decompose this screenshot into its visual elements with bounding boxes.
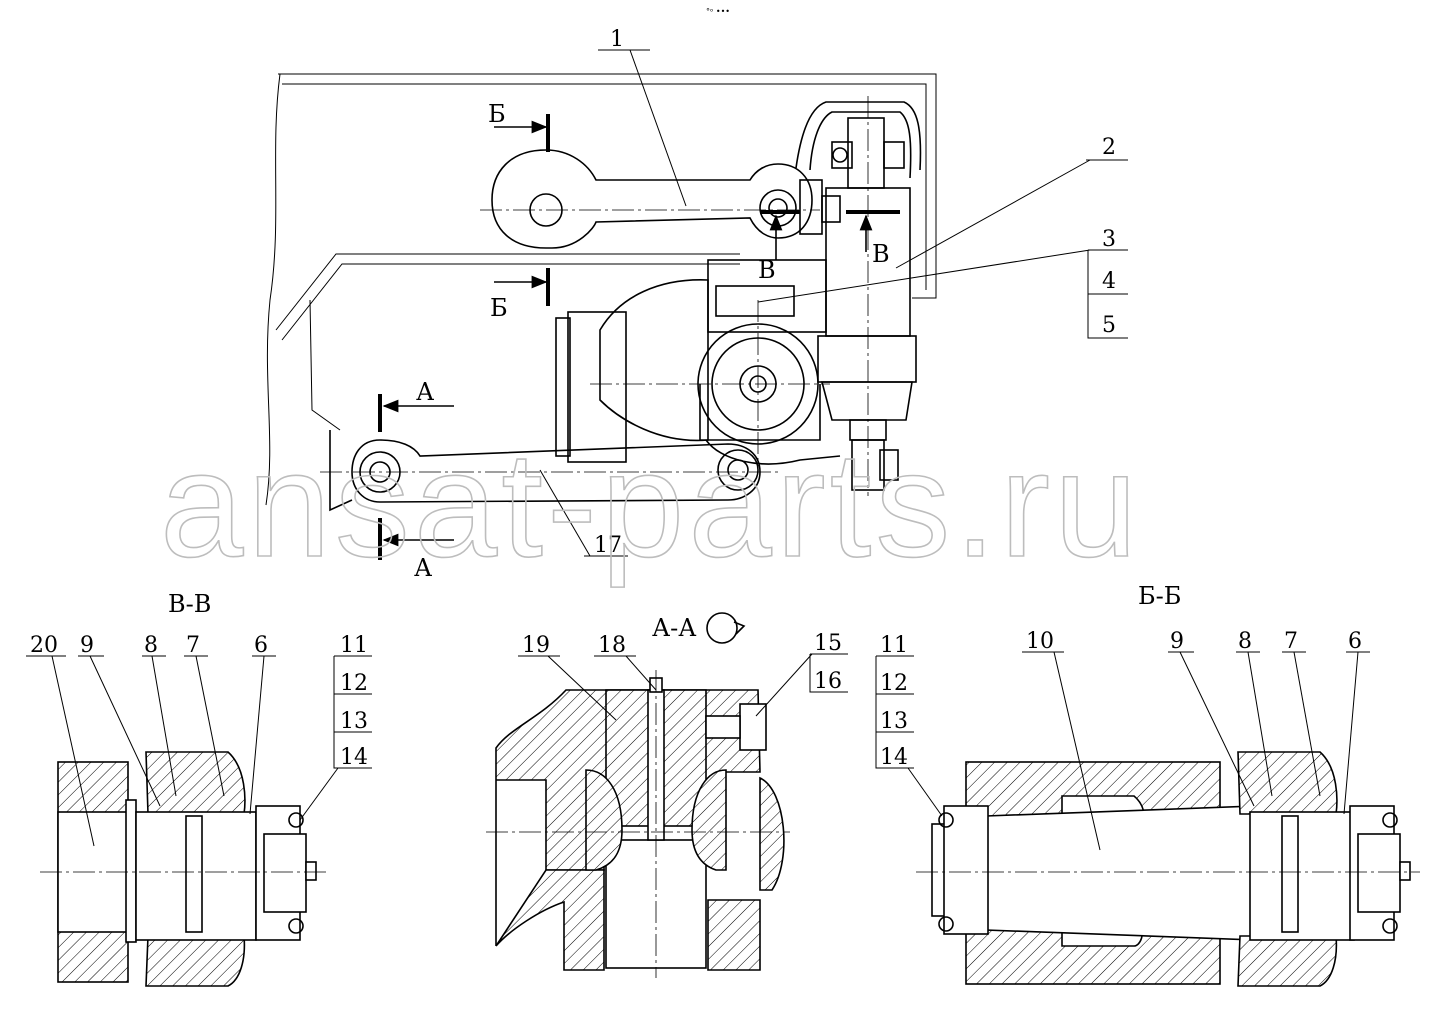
bb-callout-11: 11 xyxy=(880,633,908,658)
vv-callout-20: 20 xyxy=(30,633,58,658)
callout-2: 2 xyxy=(1102,135,1116,160)
watermark: ansat-parts.ru xyxy=(160,420,1141,588)
bb-callout-6: 6 xyxy=(1348,629,1362,654)
vv-callout-6: 6 xyxy=(254,633,268,658)
bb-callout-13: 13 xyxy=(880,709,908,734)
main-callouts: 1 2 3 4 5 17 xyxy=(539,27,1128,558)
top-mark: °ᵒ ••• xyxy=(706,7,730,16)
section-cut-v: В В xyxy=(758,210,900,284)
section-bb: Б-Б 11 12 13 14 10 9 8 xyxy=(875,582,1420,987)
clamp-bracket xyxy=(795,101,922,235)
section-title-vv: В-В xyxy=(168,590,211,618)
rotation-symbol-icon xyxy=(706,612,738,644)
section-mark-v-left: В xyxy=(758,256,776,284)
aa-callout-15: 15 xyxy=(814,631,842,656)
vv-callout-13: 13 xyxy=(340,709,368,734)
bb-callout-7: 7 xyxy=(1284,629,1298,654)
lower-link xyxy=(320,430,780,512)
bb-callout-10: 10 xyxy=(1026,629,1054,654)
bb-callout-8: 8 xyxy=(1238,629,1252,654)
gearbox-body xyxy=(555,259,841,470)
vv-callout-12: 12 xyxy=(340,671,368,696)
section-cut-a: А А xyxy=(378,378,454,582)
section-cut-b: Б Б xyxy=(488,100,550,322)
vv-callout-8: 8 xyxy=(144,633,158,658)
callout-1: 1 xyxy=(610,27,624,52)
callout-4: 4 xyxy=(1102,269,1116,294)
bb-callout-12: 12 xyxy=(880,671,908,696)
section-mark-a-top: А xyxy=(416,378,434,406)
section-mark-b-bottom: Б xyxy=(490,294,508,322)
aa-callout-18: 18 xyxy=(598,633,626,658)
vv-callout-9: 9 xyxy=(80,633,94,658)
upper-link xyxy=(480,149,820,249)
callout-3: 3 xyxy=(1102,227,1116,252)
frame-outline xyxy=(265,73,937,506)
callout-17: 17 xyxy=(594,533,622,558)
section-mark-b-top: Б xyxy=(488,100,506,128)
main-view: Б Б А А В В 1 2 xyxy=(265,27,1128,582)
vv-callout-7: 7 xyxy=(186,633,200,658)
section-title-bb: Б-Б xyxy=(1138,582,1181,610)
aa-callout-16: 16 xyxy=(814,669,842,694)
section-mark-v-right: В xyxy=(872,240,890,268)
vv-callout-11: 11 xyxy=(340,633,368,658)
section-mark-a-bottom: А xyxy=(414,554,432,582)
vv-callout-14: 14 xyxy=(340,745,368,770)
bb-callout-9: 9 xyxy=(1170,629,1184,654)
aa-callout-19: 19 xyxy=(522,633,550,658)
section-aa: А-А 19 18 15 16 xyxy=(486,612,848,978)
section-title-aa: А-А xyxy=(652,614,696,642)
callout-5: 5 xyxy=(1102,313,1116,338)
bb-callout-14: 14 xyxy=(880,745,908,770)
section-vv: В-В 20 9 8 7 6 11 12 xyxy=(26,590,372,987)
